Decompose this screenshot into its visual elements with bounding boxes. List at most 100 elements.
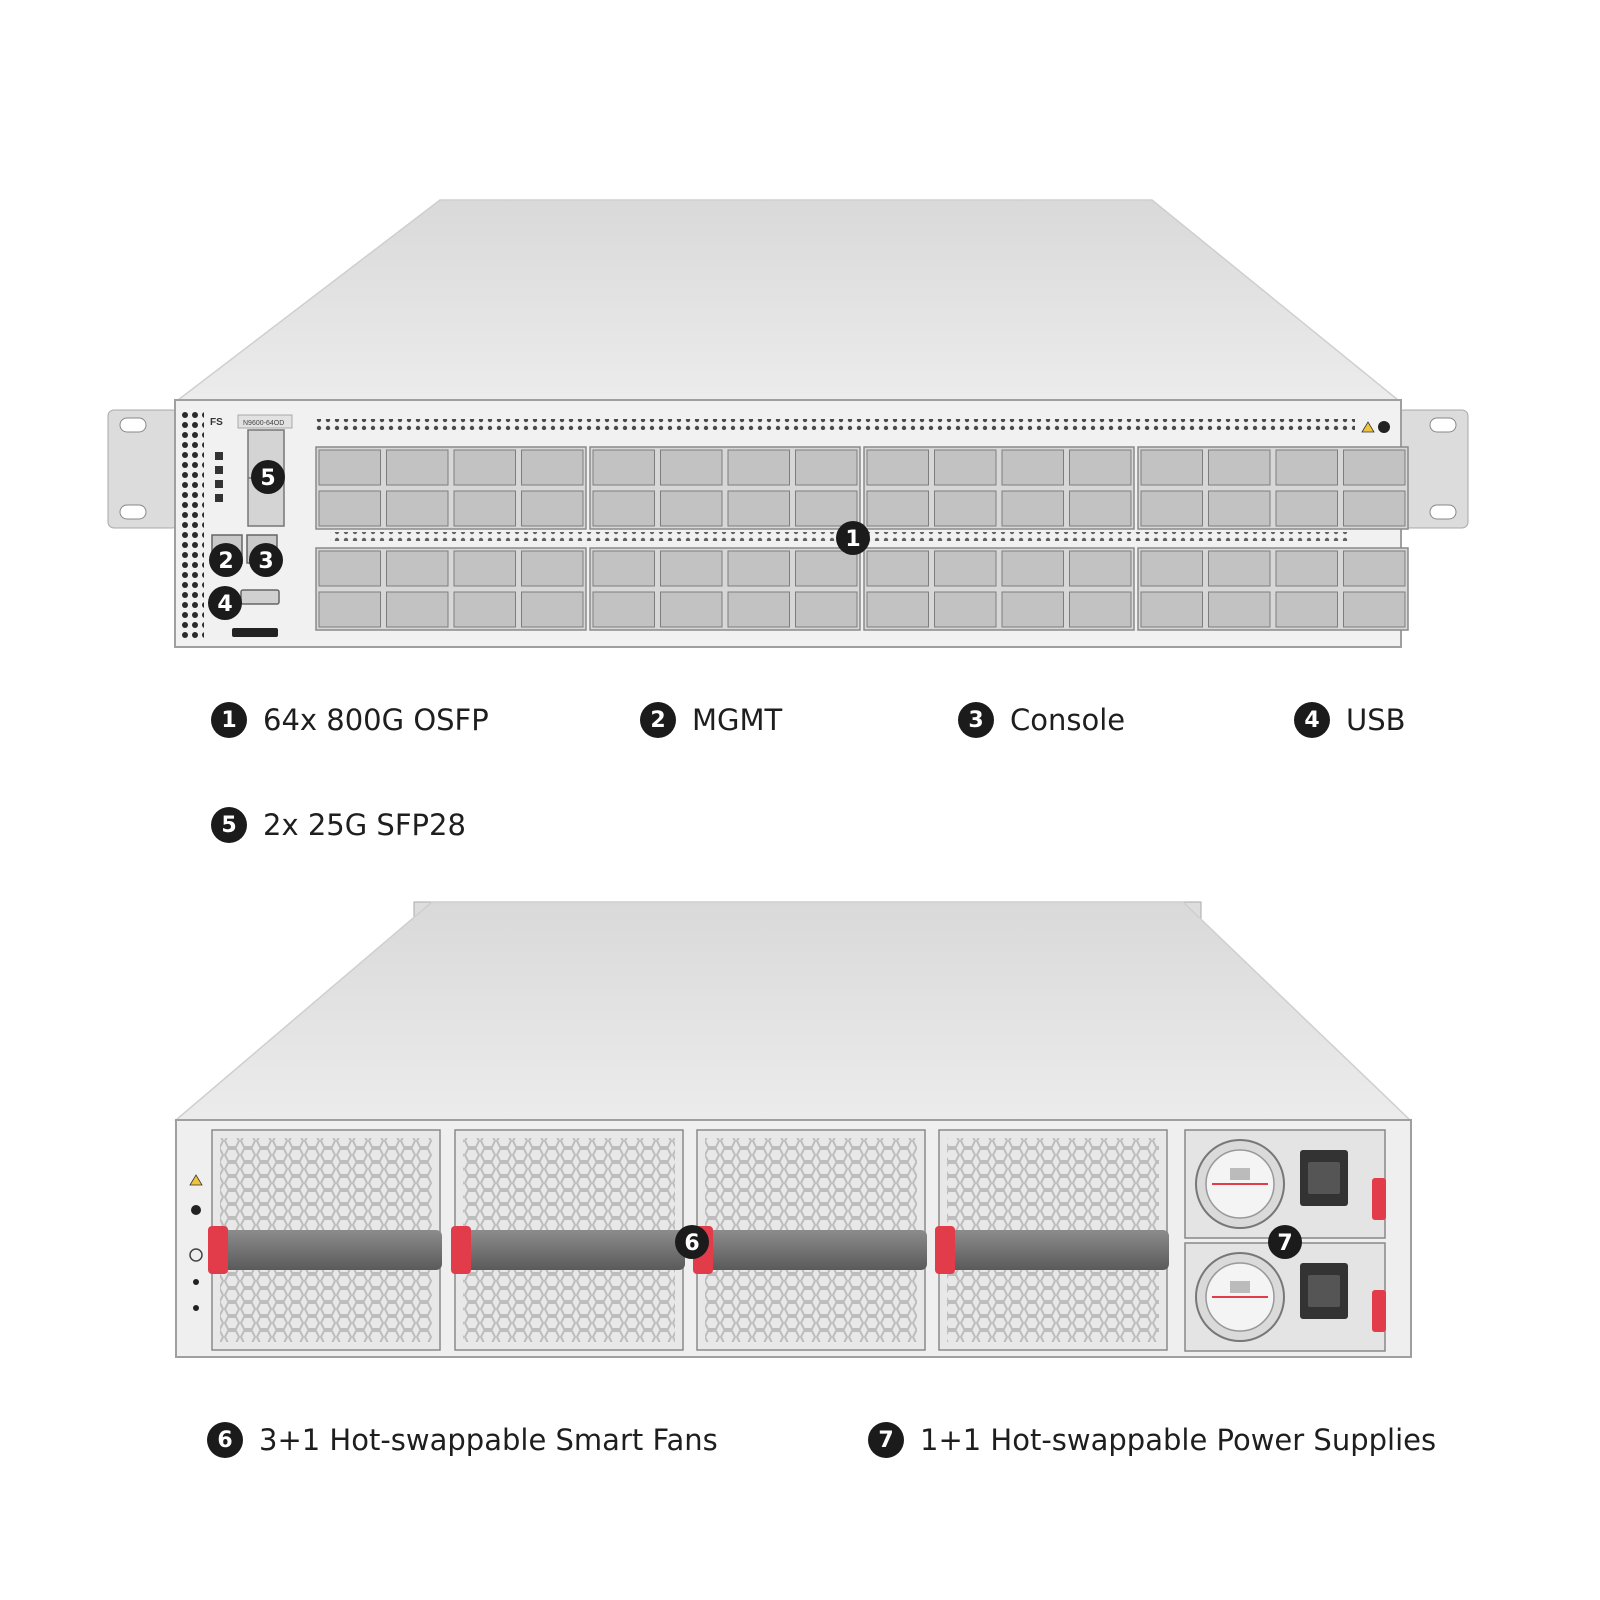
osfp-port[interactable] [1069, 449, 1132, 486]
osfp-port[interactable] [1343, 591, 1406, 628]
osfp-port[interactable] [660, 490, 723, 527]
osfp-port[interactable] [592, 591, 655, 628]
osfp-port[interactable] [592, 550, 655, 587]
front-chassis: FS N9600-64OD [107, 199, 1469, 648]
osfp-port[interactable] [318, 550, 381, 587]
fan-module-4[interactable] [935, 1129, 1169, 1351]
osfp-port[interactable] [660, 591, 723, 628]
osfp-port[interactable] [660, 449, 723, 486]
osfp-port[interactable] [866, 591, 929, 628]
osfp-port[interactable] [386, 550, 449, 587]
legend-text: 64x 800G OSFP [263, 703, 489, 737]
fan-release-latch[interactable] [208, 1226, 228, 1274]
legend-badge: 1 [211, 702, 247, 738]
osfp-port[interactable] [1140, 550, 1203, 587]
fan-module-2[interactable] [451, 1129, 685, 1351]
fan-module-1[interactable] [208, 1129, 442, 1351]
power-supply-2[interactable] [1184, 1242, 1386, 1352]
svg-text:6: 6 [684, 1231, 699, 1256]
osfp-port[interactable] [1069, 550, 1132, 587]
osfp-port[interactable] [521, 550, 584, 587]
psu-release-tab[interactable] [1372, 1290, 1386, 1332]
osfp-port[interactable] [592, 490, 655, 527]
usb-port[interactable] [240, 589, 280, 605]
osfp-port[interactable] [866, 449, 929, 486]
fan-release-latch[interactable] [451, 1226, 471, 1274]
callout-sfp28: 5 [251, 460, 285, 494]
osfp-port[interactable] [727, 490, 790, 527]
osfp-port[interactable] [386, 591, 449, 628]
osfp-port[interactable] [592, 449, 655, 486]
osfp-port[interactable] [1275, 449, 1338, 486]
service-tag [232, 628, 278, 637]
power-button[interactable] [1378, 421, 1390, 433]
osfp-port[interactable] [795, 591, 858, 628]
fan-release-latch[interactable] [935, 1226, 955, 1274]
osfp-port[interactable] [521, 490, 584, 527]
osfp-port[interactable] [934, 591, 997, 628]
osfp-port[interactable] [1208, 490, 1271, 527]
osfp-port[interactable] [386, 449, 449, 486]
osfp-port[interactable] [1001, 449, 1064, 486]
ground-icon [189, 1248, 203, 1262]
osfp-port[interactable] [1343, 550, 1406, 587]
osfp-port[interactable] [1208, 591, 1271, 628]
osfp-port[interactable] [1140, 591, 1203, 628]
legend-item-osfp: 1 64x 800G OSFP [211, 702, 489, 738]
fan-handle[interactable] [210, 1230, 442, 1270]
osfp-port[interactable] [1275, 591, 1338, 628]
callout-console: 3 [249, 543, 283, 577]
osfp-port[interactable] [1275, 550, 1338, 587]
legend-item-console: 3 Console [958, 702, 1125, 738]
legend-item-sfp28: 5 2x 25G SFP28 [211, 807, 466, 843]
osfp-port[interactable] [795, 449, 858, 486]
osfp-port[interactable] [1275, 490, 1338, 527]
osfp-port[interactable] [795, 490, 858, 527]
psu-release-tab[interactable] [1372, 1178, 1386, 1220]
legend-badge: 5 [211, 807, 247, 843]
osfp-port[interactable] [1001, 591, 1064, 628]
osfp-port[interactable] [1001, 490, 1064, 527]
osfp-port[interactable] [453, 490, 516, 527]
osfp-port[interactable] [386, 490, 449, 527]
osfp-port[interactable] [934, 490, 997, 527]
osfp-port-grid[interactable] [315, 446, 1409, 631]
osfp-port[interactable] [1208, 449, 1271, 486]
osfp-port[interactable] [521, 591, 584, 628]
fan-handle[interactable] [695, 1230, 927, 1270]
fan-handle[interactable] [453, 1230, 685, 1270]
osfp-port[interactable] [1140, 449, 1203, 486]
fan-module-3[interactable] [693, 1129, 927, 1351]
osfp-port[interactable] [453, 550, 516, 587]
legend-text: 1+1 Hot-swappable Power Supplies [920, 1423, 1437, 1457]
osfp-port[interactable] [1069, 490, 1132, 527]
osfp-port[interactable] [1343, 449, 1406, 486]
osfp-port[interactable] [1069, 591, 1132, 628]
osfp-port[interactable] [727, 449, 790, 486]
osfp-port[interactable] [521, 449, 584, 486]
osfp-port[interactable] [1140, 490, 1203, 527]
osfp-port[interactable] [934, 449, 997, 486]
osfp-port[interactable] [727, 550, 790, 587]
osfp-port[interactable] [1208, 550, 1271, 587]
osfp-port[interactable] [453, 449, 516, 486]
osfp-port[interactable] [318, 449, 381, 486]
osfp-port[interactable] [318, 591, 381, 628]
osfp-port[interactable] [453, 591, 516, 628]
osfp-port[interactable] [795, 550, 858, 587]
osfp-port[interactable] [1001, 550, 1064, 587]
osfp-port[interactable] [1343, 490, 1406, 527]
osfp-port[interactable] [934, 550, 997, 587]
osfp-port[interactable] [660, 550, 723, 587]
fan-modules[interactable] [208, 1129, 1169, 1351]
callout-mgmt: 2 [209, 543, 243, 577]
legend-item-usb: 4 USB [1294, 702, 1406, 738]
osfp-port[interactable] [318, 490, 381, 527]
power-supply-1[interactable] [1184, 1129, 1386, 1239]
callout-usb: 4 [208, 586, 242, 620]
osfp-port[interactable] [866, 550, 929, 587]
osfp-port[interactable] [866, 490, 929, 527]
fan-handle[interactable] [937, 1230, 1169, 1270]
osfp-port[interactable] [727, 591, 790, 628]
